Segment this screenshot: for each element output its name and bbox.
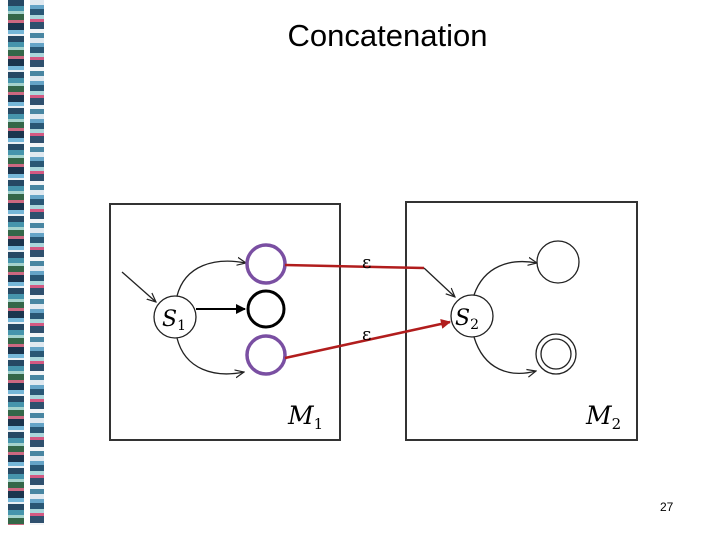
m2-accept-state-inner [540, 338, 572, 370]
m1-start-arrow [121, 271, 156, 302]
s2-to-top-state [473, 262, 537, 296]
machine-m2-label: M2 [585, 401, 621, 433]
decorative-strip-right [30, 0, 44, 525]
state-s1-label: S1 [162, 307, 186, 334]
m1-accept-state-bottom [245, 334, 287, 376]
page-number: 27 [660, 500, 674, 514]
state-s2 [450, 294, 494, 338]
state-s2-label: S2 [455, 306, 479, 333]
state-s1 [153, 295, 197, 339]
m1-middle-state [246, 289, 286, 329]
decorative-strip-left [8, 0, 24, 525]
machine-m1-box [109, 203, 341, 441]
s1-to-top-state [176, 261, 246, 297]
m2-state-top [536, 240, 580, 284]
epsilon-label-top: ε [362, 252, 371, 273]
epsilon-label-bottom: ε [362, 324, 371, 345]
m1-accept-state-top [245, 243, 287, 285]
epsilon-arrow-top [284, 263, 425, 270]
s1-to-bottom-state [176, 337, 244, 374]
s2-to-bottom-state [473, 336, 536, 373]
epsilon-arrow-top-tail [423, 267, 455, 297]
epsilon-arrow-bottom [284, 319, 451, 360]
machine-m1-label: M1 [287, 401, 323, 433]
slide-title: Concatenation [287, 18, 488, 53]
